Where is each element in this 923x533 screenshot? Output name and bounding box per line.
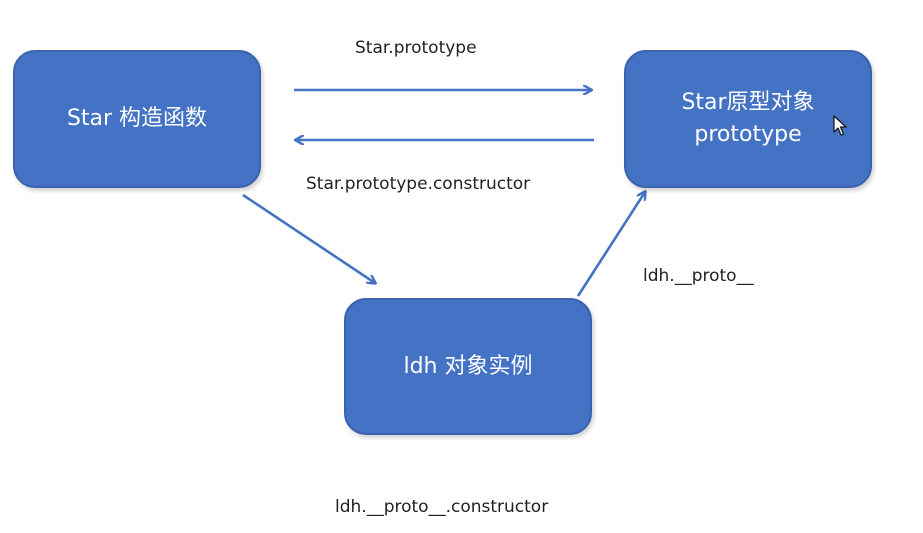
constructor-box-label: Star 构造函数 bbox=[66, 106, 208, 131]
prototype-box-subtitle: prototype bbox=[694, 122, 802, 147]
arrow-constructor-to-instance bbox=[242, 193, 375, 283]
instance-box: ldh 对象实例 bbox=[344, 298, 592, 435]
prototype-box-title: Star原型对象 bbox=[681, 90, 815, 115]
edge-label-ldh-proto-constructor: ldh.__proto__.constructor bbox=[335, 497, 549, 517]
edge-label-star-prototype-constructor: Star.prototype.constructor bbox=[306, 174, 531, 194]
mouse-pointer-icon bbox=[833, 115, 847, 136]
edge-label-star-prototype: Star.prototype bbox=[355, 38, 477, 58]
edge-label-ldh-proto: ldh.__proto__ bbox=[643, 266, 754, 286]
prototype-box: Star原型对象 prototype bbox=[624, 50, 872, 188]
arrow-instance-to-prototype bbox=[576, 192, 645, 297]
instance-box-label: ldh 对象实例 bbox=[403, 353, 533, 379]
constructor-box: Star 构造函数 bbox=[13, 50, 261, 188]
